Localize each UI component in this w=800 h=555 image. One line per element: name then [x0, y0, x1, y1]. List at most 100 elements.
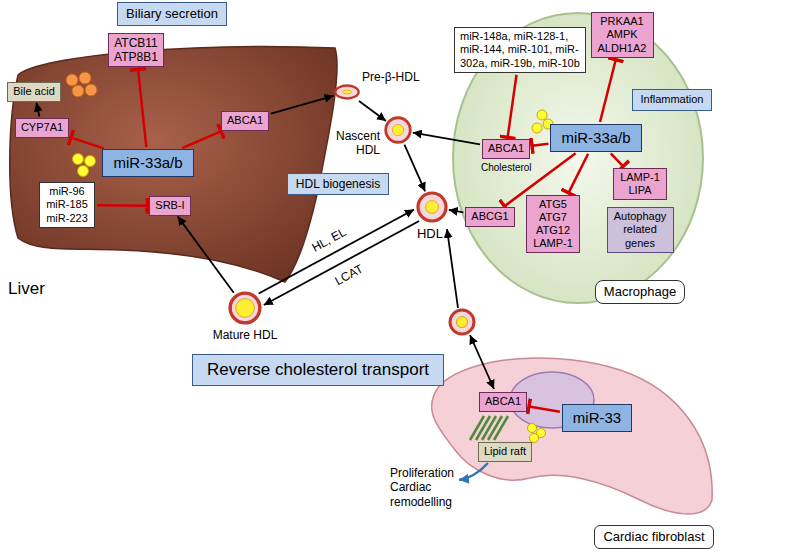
cell-label-box: Cardiac fibroblast — [594, 525, 713, 549]
flow-arrow — [413, 133, 480, 145]
metabolite-box: Bile acid — [7, 82, 61, 101]
box-text: Reverse cholesterol transport — [207, 360, 429, 380]
box-text: SRB-I — [155, 199, 184, 212]
box-text: ABCA1 — [485, 395, 521, 408]
inhibition-line — [611, 153, 623, 166]
flow-arrow — [359, 101, 386, 121]
edge-label: HL, EL — [308, 224, 351, 256]
gene-box: ATCB11ATP8B1 — [108, 33, 164, 68]
particle-label: Nascent HDL — [333, 129, 380, 158]
inhibition-line — [71, 138, 104, 149]
cholesterol-dot — [85, 156, 96, 167]
flow-arrow — [259, 210, 414, 294]
gene-box: ABCA1 — [482, 139, 530, 158]
particle-shell — [418, 193, 446, 221]
box-text: Macrophage — [604, 284, 676, 300]
box-text: miR-33a/b — [113, 154, 182, 172]
hdl-particle: Nascent HDL — [384, 116, 412, 144]
lipid-raft-stripe — [494, 416, 508, 440]
gene-box: ABCA1 — [221, 111, 269, 130]
hdl-particle-icon — [334, 79, 360, 105]
cholesterol-dot — [78, 166, 89, 177]
particle-shell — [230, 293, 260, 323]
box-text: Biliary secretion — [126, 6, 218, 22]
flow-arrow — [447, 229, 458, 308]
bile-acid-dot — [72, 85, 84, 97]
molecule-label: Cholesterol — [481, 162, 532, 174]
flow-arrow — [178, 216, 234, 292]
box-text: Inflammation — [641, 93, 704, 106]
gene-box: PRKAA1 AMPK ALDH1A2 — [591, 12, 654, 58]
flow-arrow — [470, 335, 494, 389]
gene-box: CYP7A1 — [15, 118, 69, 137]
particle-shell — [335, 86, 358, 99]
hdl-particle-icon — [228, 291, 262, 325]
box-text: Cardiac fibroblast — [603, 529, 704, 545]
flow-arrow — [449, 210, 464, 213]
cholesterol-dot — [532, 123, 542, 133]
box-text: ABCA1 — [488, 142, 524, 155]
box-text: HDL biogenesis — [296, 177, 380, 191]
process-label-box: Reverse cholesterol transport — [192, 354, 444, 386]
box-text: Autophagy related genes — [613, 210, 668, 250]
box-text: miR-96 miR-185 miR-223 — [45, 185, 89, 225]
macrophage-cell — [453, 13, 703, 303]
gene-box: SRB-I — [149, 196, 190, 215]
hdl-particle: HDL — [416, 191, 448, 223]
bile-acid-dot — [66, 74, 78, 86]
particle-label: Mature HDL — [213, 328, 278, 342]
cholesterol-core — [342, 90, 351, 94]
metabolite-box: Lipid raft — [478, 442, 532, 461]
mirna-list-box: miR-148a, miR-128-1, miR-144, miR-101, m… — [454, 27, 586, 73]
hdl-particle-icon — [416, 191, 448, 223]
box-text: miR-148a, miR-128-1, miR-144, miR-101, m… — [460, 30, 580, 70]
bile-acid-dot — [85, 84, 97, 96]
gene-group-box: Autophagy related genes — [607, 207, 674, 253]
box-text: ABCG1 — [471, 210, 508, 223]
inhibition-line — [600, 60, 616, 122]
flow-arrow — [264, 221, 419, 305]
process-label-box: Inflammation — [632, 89, 713, 110]
inhibition-line — [182, 131, 221, 148]
process-label-box: Biliary secretion — [117, 2, 227, 26]
flow-arrow — [271, 96, 334, 114]
inhibition-line — [529, 406, 560, 411]
mirna-box: miR-33 — [562, 404, 632, 432]
effect-arrow — [459, 463, 488, 480]
flow-arrow — [36, 103, 39, 117]
box-text: miR-33 — [573, 409, 621, 427]
cholesterol-dot — [537, 110, 547, 120]
cell-label-box: Macrophage — [595, 280, 685, 304]
mirna-box: miR-33a/b — [550, 124, 641, 152]
mirna-box: miR-33a/b — [102, 149, 193, 177]
inhibition-line — [508, 75, 517, 138]
gene-box: ABCG1 — [465, 207, 514, 226]
box-text: ABCA1 — [227, 114, 263, 127]
box-text: ATP8B1 — [114, 50, 158, 64]
bile-acid-dot — [79, 72, 91, 84]
box-text: CYP7A1 — [21, 121, 63, 134]
mirna-list-box: miR-96 miR-185 miR-223 — [39, 182, 95, 228]
cholesterol-core — [426, 201, 439, 214]
inhibition-line — [97, 204, 147, 207]
box-text: ATCB11 — [114, 36, 158, 50]
hdl-particle: Pre-β-HDL — [334, 79, 360, 105]
particle-shell — [386, 118, 411, 143]
inhibition-line — [532, 144, 548, 146]
gene-box: ATG5 ATG7 ATG12 LAMP-1 — [526, 195, 580, 254]
particle-label: HDL — [417, 226, 443, 242]
cholesterol-core — [457, 317, 468, 328]
box-text: Bile acid — [13, 85, 55, 98]
cholesterol-core — [392, 124, 403, 135]
cholesterol-core — [236, 299, 255, 318]
box-text: Lipid raft — [484, 445, 526, 458]
hdl-particle-icon — [450, 310, 474, 334]
cholesterol-dot — [530, 434, 539, 443]
edge-label: LCAT — [330, 261, 367, 290]
inhibition-line — [569, 154, 589, 193]
box-text: miR-33a/b — [561, 129, 630, 147]
hdl-particle: Mature HDL — [228, 291, 262, 325]
